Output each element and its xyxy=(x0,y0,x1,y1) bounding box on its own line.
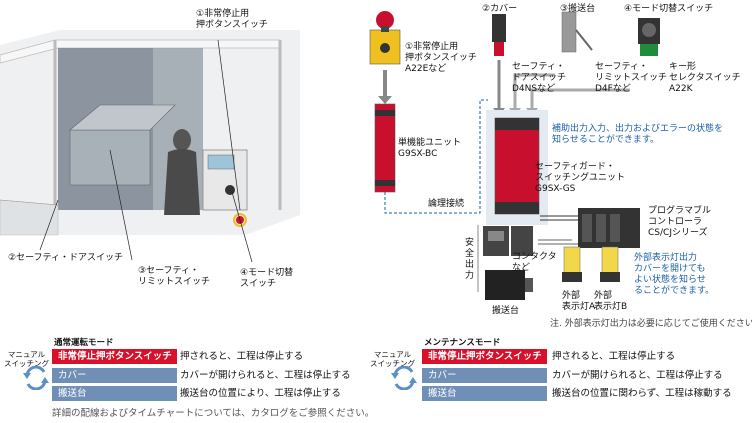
normal-row-cover: カバー xyxy=(52,368,177,383)
safety-output-label: 安 全 出 力 xyxy=(465,238,475,281)
mode-switch-label: ④モード切替 スイッチ xyxy=(240,268,294,289)
maintenance-row-conveyor: 搬送台 xyxy=(422,386,547,401)
maintenance-mode-title: メンテナンスモード xyxy=(424,338,501,348)
normal-switching-label: マニュアル スイッチング xyxy=(4,350,49,368)
limit-switch-device xyxy=(561,11,577,53)
estop-device-label: ①非常停止用 押ボタンスイッチ A22Eなど xyxy=(405,42,477,74)
door-switch-label: ②セーフティ・ドアスイッチ xyxy=(8,253,123,263)
maintenance-row-cover-desc: カバーが開けられると、工程は停止する xyxy=(552,370,723,381)
maintenance-row-conveyor-desc: 搬送台の位置に関わらず、工程は稼動する xyxy=(552,388,732,399)
door-switch-title: ②カバー xyxy=(482,4,518,14)
footnote: 注. 外部表示灯出力は必要に応じてご使用ください。 xyxy=(550,319,752,329)
normal-row-estop: 非常停止押ボタンスイッチ xyxy=(52,349,177,364)
normal-switch-arrows-icon xyxy=(23,366,49,390)
maintenance-row-estop-desc: 押されると、工程は停止する xyxy=(552,351,676,362)
guard-unit-label: セーフティガード・ スイッチングユニット G9SX-GS xyxy=(535,162,626,194)
contactor-2 xyxy=(511,226,533,256)
contactor-label: コンタクタ など xyxy=(512,252,557,273)
mode-switch-title: ④モード切替スイッチ xyxy=(624,4,714,14)
plc-label: プログラマブル コントローラ CS/CJシリーズ xyxy=(648,206,712,238)
single-unit-label: 単機能ユニット G9SX-BC xyxy=(398,138,462,159)
normal-row-estop-desc: 押されると、工程は停止する xyxy=(180,351,304,362)
door-switch-device xyxy=(492,14,506,42)
conveyor-label: 搬送台 xyxy=(492,306,520,316)
key-selector-label: キー形 セレクタスイッチ A22K xyxy=(669,62,741,94)
conveyor-motor xyxy=(485,270,525,300)
estop-button xyxy=(376,11,394,29)
single-function-unit xyxy=(374,103,396,193)
normal-row-conveyor: 搬送台 xyxy=(52,386,177,401)
limit-switch-label: ③セーフティ・ リミットスイッチ xyxy=(138,266,211,287)
bottom-note: 詳細の配線およびタイムチャートについては、カタログをご参照ください。 xyxy=(52,408,375,419)
aux-output-note: 補助出力入力、出力およびエラーの状態を 知らせることができます。 xyxy=(552,124,724,145)
maintenance-switching-label: マニュアル スイッチング xyxy=(370,350,415,368)
maintenance-row-cover: カバー xyxy=(422,368,547,383)
limit-switch-title: ③搬送台 xyxy=(560,4,596,14)
maintenance-switch-arrows-icon xyxy=(391,366,417,390)
lamp-b-label: 外部 表示灯B xyxy=(594,291,628,312)
wiring-diagram xyxy=(369,11,660,300)
normal-row-cover-desc: カバーが開けられると、工程は停止する xyxy=(180,370,351,381)
normal-row-conveyor-desc: 搬送台の位置により、工程は停止する xyxy=(180,388,341,399)
door-switch-device-label: セーフティ・ ドアスイッチ D4NSなど xyxy=(512,62,567,94)
logic-link xyxy=(384,99,488,214)
lamp-a-label: 外部 表示灯A xyxy=(562,291,596,312)
machine-enclosure-drawing xyxy=(0,30,300,263)
maintenance-row-estop: 非常停止押ボタンスイッチ xyxy=(422,349,547,364)
lamp-a xyxy=(563,246,581,274)
lamp-output-note: 外部表示灯出力 カバーを開けても よい状態を知らせ ることができます。 xyxy=(634,253,715,296)
normal-mode-title: 通常運転モード xyxy=(54,338,114,348)
limit-switch-device-label: セーフティ・ リミットスイッチ D4Fなど xyxy=(595,62,668,94)
logic-link-label: 論理接続 xyxy=(428,199,465,209)
lamp-b xyxy=(601,246,619,274)
estop-switch-label: ①非常停止用 押ボタンスイッチ xyxy=(196,9,268,30)
guard-switching-unit xyxy=(494,117,540,215)
factory-illustration xyxy=(0,0,300,300)
